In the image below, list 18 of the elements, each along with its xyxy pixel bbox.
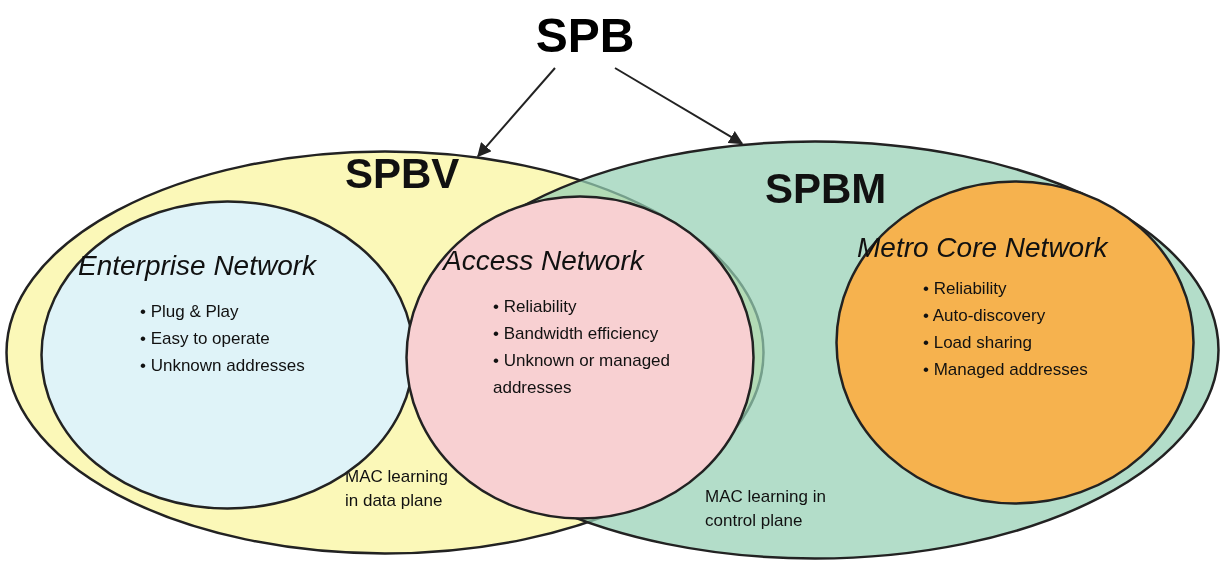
bullet-item: • Bandwidth efficiency <box>493 323 660 345</box>
diagram-title: SPB <box>525 8 645 68</box>
arrow <box>614 67 744 145</box>
bullet-item: • Managed addresses <box>923 359 1089 381</box>
bullet-item: • Unknown or managed addresses <box>493 350 671 399</box>
arrow <box>477 67 556 158</box>
set-title: SPBV <box>345 150 461 198</box>
bullet-item: • Unknown addresses <box>140 355 306 377</box>
set-title: SPBM <box>765 165 888 213</box>
network-heading: Access Network <box>443 245 644 277</box>
network-heading: Enterprise Network <box>78 250 317 282</box>
note-text: MAC learning in control plane <box>705 486 827 532</box>
bullet-item: • Reliability <box>923 278 1008 300</box>
bullet-item: • Load sharing <box>923 332 1033 354</box>
bullet-item: • Easy to operate <box>140 328 271 350</box>
bullet-item: • Reliability <box>493 296 578 318</box>
bullet-item: • Plug & Play <box>140 301 240 323</box>
bullet-item: • Auto-discovery <box>923 305 1047 327</box>
